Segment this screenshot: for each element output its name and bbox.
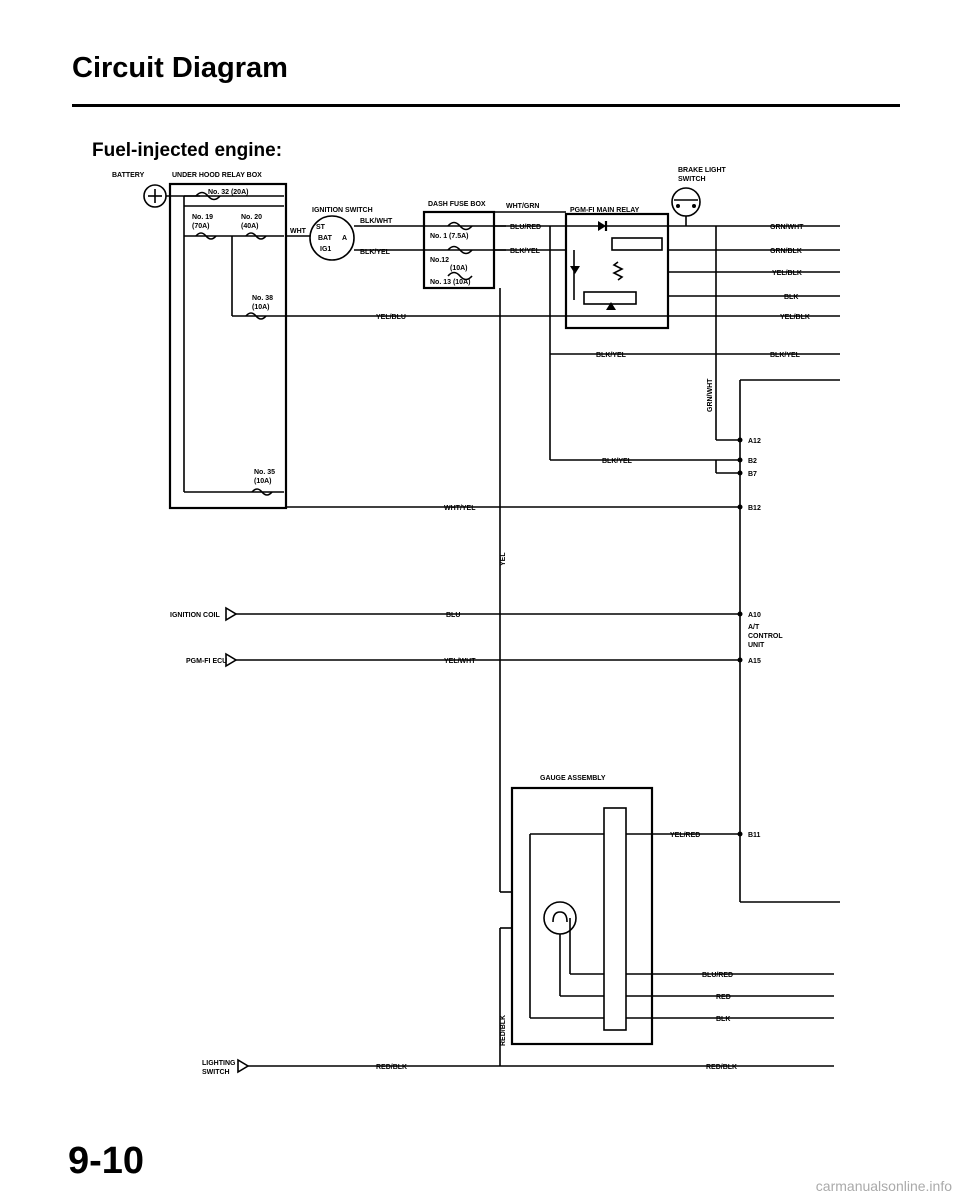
svg-text:WHT/GRN: WHT/GRN — [506, 203, 539, 210]
svg-text:A10: A10 — [748, 612, 761, 619]
under-hood-relay-box: UNDER HOOD RELAY BOX No. 32 (20A) No. 19… — [168, 172, 288, 510]
relay-feed-wires: WHT/GRN BLU/RED BLK/YEL — [494, 203, 566, 255]
gauge-assembly-label: GAUGE ASSEMBLY — [540, 775, 606, 782]
battery-label: BATTERY — [112, 172, 145, 179]
svg-text:UNIT: UNIT — [748, 642, 765, 649]
svg-text:RED/BLK: RED/BLK — [500, 1015, 507, 1046]
svg-text:ST: ST — [316, 224, 326, 231]
svg-text:No. 13 (10A): No. 13 (10A) — [430, 279, 470, 286]
main-relay-label: PGM-FI MAIN RELAY — [570, 207, 640, 214]
svg-text:PGM-FI ECU: PGM-FI ECU — [186, 658, 227, 665]
diagram-subtitle: Fuel-injected engine: — [92, 140, 283, 161]
svg-text:BLK/YEL: BLK/YEL — [360, 249, 391, 256]
svg-text:A12: A12 — [748, 438, 761, 445]
ignition-switch-label: IGNITION SWITCH — [312, 207, 373, 214]
dash-fuse-box-label: DASH FUSE BOX — [428, 201, 486, 208]
svg-text:BLK/WHT: BLK/WHT — [360, 218, 393, 225]
svg-text:BLK/YEL: BLK/YEL — [596, 352, 627, 359]
blk-yel-loops: BLK/YEL BLK/YEL BLK/YEL — [549, 226, 840, 465]
gauge-outputs: YEL/RED BLU/RED RED BLK — [626, 832, 834, 1023]
pgmfi-ecu: PGM-FI ECU YEL/WHT — [186, 652, 738, 668]
svg-text:YEL/WHT: YEL/WHT — [444, 658, 476, 665]
svg-text:YEL/BLK: YEL/BLK — [780, 314, 810, 321]
svg-text:WHT: WHT — [290, 228, 307, 235]
under-hood-box-label: UNDER HOOD RELAY BOX — [172, 172, 262, 179]
svg-text:YEL/RED: YEL/RED — [670, 832, 700, 839]
title-rule — [72, 104, 900, 107]
svg-text:No. 38: No. 38 — [252, 295, 273, 302]
svg-text:SWITCH: SWITCH — [678, 176, 706, 183]
svg-text:WHT/YEL: WHT/YEL — [444, 505, 476, 512]
svg-text:GRN/WHT: GRN/WHT — [770, 224, 804, 231]
dash-fuse-box: DASH FUSE BOX No. 1 (7.5A) No.12 (10A) N… — [420, 201, 506, 290]
svg-text:A: A — [342, 235, 347, 242]
svg-text:BLK/YEL: BLK/YEL — [602, 458, 633, 465]
svg-text:No.12: No.12 — [430, 257, 449, 264]
fuse-32-label: No. 32 (20A) — [208, 189, 248, 196]
svg-text:YEL/BLK: YEL/BLK — [772, 270, 802, 277]
svg-text:No. 1 (7.5A): No. 1 (7.5A) — [430, 233, 469, 240]
svg-text:RED/BLK: RED/BLK — [376, 1064, 407, 1071]
svg-text:No. 20: No. 20 — [241, 214, 262, 221]
ignition-coil: IGNITION COIL BLU — [170, 606, 738, 622]
footer-watermark: carmanualsonline.info — [815, 1178, 952, 1194]
svg-text:BAT: BAT — [318, 235, 333, 242]
svg-text:RED: RED — [716, 994, 731, 1001]
svg-text:BLU/RED: BLU/RED — [702, 972, 733, 979]
page-title: Circuit Diagram — [72, 52, 288, 84]
svg-text:B7: B7 — [748, 471, 757, 478]
svg-text:BLK: BLK — [716, 1016, 730, 1023]
svg-text:LIGHTING: LIGHTING — [202, 1060, 236, 1067]
svg-text:A/T: A/T — [748, 624, 760, 631]
svg-text:(40A): (40A) — [241, 223, 259, 230]
svg-text:BLK: BLK — [784, 294, 798, 301]
svg-text:GRN/BLK: GRN/BLK — [770, 248, 802, 255]
page-number: 9-10 — [68, 1140, 145, 1182]
gauge-assembly: GAUGE ASSEMBLY — [500, 775, 654, 1046]
svg-text:RED/BLK: RED/BLK — [706, 1064, 737, 1071]
relay-outputs: GRN/WHT GRN/BLK YEL/BLK BLK YEL/BLK — [668, 224, 840, 321]
svg-text:B2: B2 — [748, 458, 757, 465]
svg-text:No. 19: No. 19 — [192, 214, 213, 221]
svg-text:B12: B12 — [748, 505, 761, 512]
ignition-switch: IGNITION SWITCH WHT ST BAT A IG1 BLK/WHT… — [286, 207, 420, 261]
pgmfi-main-relay: PGM-FI MAIN RELAY — [564, 207, 670, 330]
svg-text:A15: A15 — [748, 658, 761, 665]
svg-text:(10A): (10A) — [254, 478, 272, 485]
svg-text:IG1: IG1 — [320, 246, 331, 253]
svg-text:YEL: YEL — [500, 552, 507, 566]
svg-text:GRN/WHT: GRN/WHT — [707, 378, 714, 412]
svg-text:YEL/BLU: YEL/BLU — [376, 314, 406, 321]
svg-text:(70A): (70A) — [192, 223, 210, 230]
svg-text:IGNITION COIL: IGNITION COIL — [170, 612, 221, 619]
svg-text:SWITCH: SWITCH — [202, 1069, 230, 1076]
svg-text:BLU: BLU — [446, 612, 460, 619]
svg-text:(10A): (10A) — [450, 265, 468, 272]
at-control-unit: A12 B2 B7 B12 A10 A/T CONTROL UNIT A15 B… — [715, 379, 840, 903]
svg-text:CONTROL: CONTROL — [748, 633, 783, 640]
svg-text:No. 35: No. 35 — [254, 469, 275, 476]
lighting-switch: LIGHTING SWITCH RED/BLK RED/BLK — [202, 1058, 834, 1076]
svg-text:B11: B11 — [748, 832, 761, 839]
svg-text:(10A): (10A) — [252, 304, 270, 311]
svg-text:BLK/YEL: BLK/YEL — [510, 248, 541, 255]
svg-text:BRAKE LIGHT: BRAKE LIGHT — [678, 167, 727, 174]
svg-text:BLU/RED: BLU/RED — [510, 224, 541, 231]
svg-text:BLK/YEL: BLK/YEL — [770, 352, 801, 359]
brake-light-switch: BRAKE LIGHT SWITCH — [671, 167, 727, 226]
